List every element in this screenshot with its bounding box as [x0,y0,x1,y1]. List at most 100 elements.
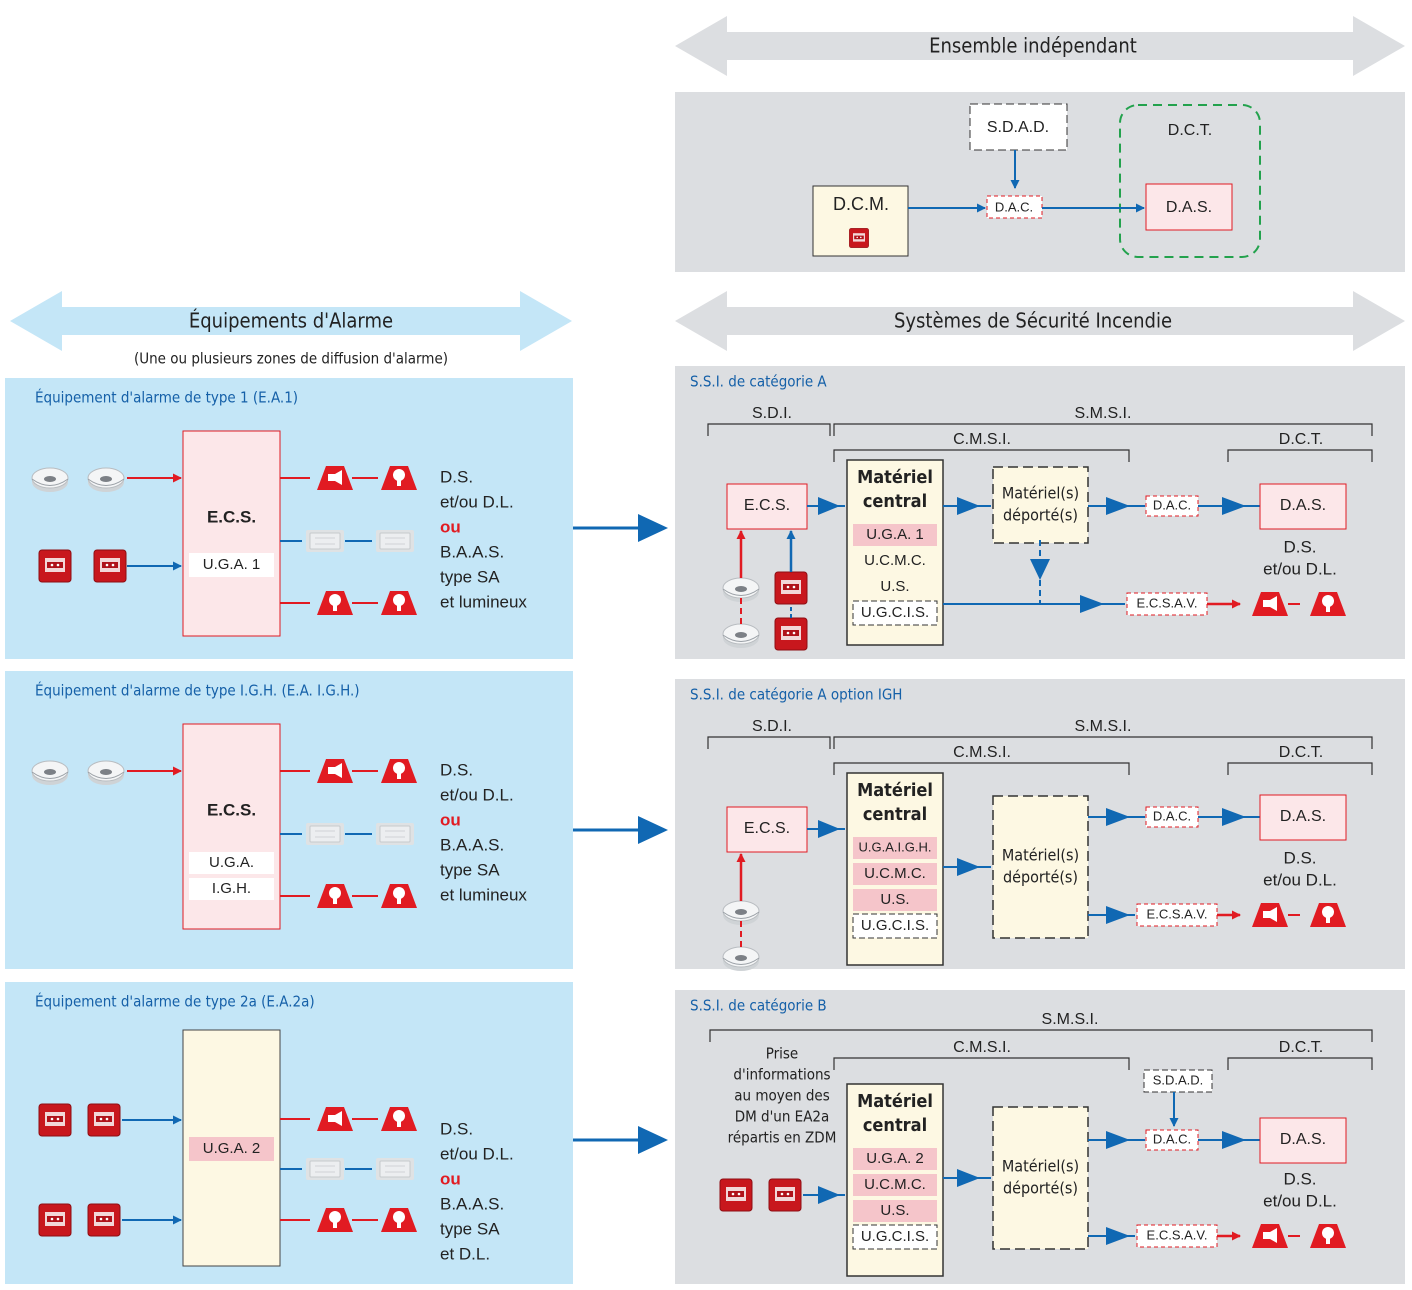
ea-2-ecs-label: E.C.S. [207,800,256,819]
ea-1-baas-icon-2 [375,529,415,553]
ssi-3-prise-text-5: répartis en ZDM [728,1129,837,1147]
ssi-1-dct-label: D.C.T. [1279,431,1323,448]
ssi-2-smsi-label: S.M.S.I. [1075,718,1132,735]
ssi-3-smsi-bracket [709,1029,1373,1042]
ssi-3-callpoint-icon-1 [719,1178,753,1212]
ssi-3-ds-label: D.S. [1283,1169,1316,1188]
ssi-1-das-label: D.A.S. [1280,497,1326,514]
ssi-3-prise-text-1: Prise [766,1045,799,1063]
ssi-3-dac-das-arrow [1222,1131,1246,1149]
ssi-3-cmsi-bracket [833,1057,1130,1070]
ssi-1-cmsi-bracket [833,449,1130,462]
ssi-2-dac-box [1145,806,1199,828]
ssi-1-ecs-box [726,483,808,530]
ssi-3-callpoint-icon-2 [768,1178,802,1212]
ssi-1-ecs-label: E.C.S. [744,497,790,514]
ea-2-uga-label: U.G.A. [209,854,254,871]
ssi-3-das-box [1259,1117,1347,1164]
ssi-3-ecsav-label: E.C.S.A.V. [1147,1227,1208,1242]
ea-3-out-text-6: et D.L. [440,1244,490,1263]
ssi-2-dac-das-arrow [1222,808,1246,826]
ssi-2-dl-label: et/ou D.L. [1263,870,1337,889]
ssi-1-unit-label-3: U.S. [880,578,909,595]
ssi-1-sdi-label: S.D.I. [752,405,792,422]
ea-1-out-text-5: type SA [440,567,500,586]
ssi-3-callpoint-arrow [818,1186,840,1204]
link-arrowhead-1 [638,514,668,542]
ssi-1-dac-label: D.A.C. [1153,497,1191,512]
ssi-2-ds-label: D.S. [1283,848,1316,867]
ssi-1-unit-box-4 [852,600,938,626]
ensemble-dcm-label: D.C.M. [833,194,889,214]
ea-1-out-text-2: et/ou D.L. [440,492,514,511]
ssi-1-deporte-drop-arrow [1030,559,1050,580]
ssi-3-unit-box-3 [853,1200,937,1222]
ssi-2-central-label-2: central [863,804,927,825]
ssi-1-ecsav-label: E.C.S.A.V. [1137,595,1198,610]
ea-2-out-text-6: et lumineux [440,885,527,904]
ssi-2-unit-box-3 [853,889,937,911]
ssi-2-smsi-bracket [833,736,1373,749]
ea-3-out-text-1: D.S. [440,1119,473,1138]
ssi-3-prise-text-3: au moyen des [734,1087,830,1105]
left-header-arrow [10,291,572,351]
ssi-2-unit-box-1 [853,837,937,859]
ea-1-callpoint-icon-2 [93,549,127,583]
ea-3-out-text-2: et/ou D.L. [440,1144,514,1163]
ea-1-uga-label: U.G.A. 1 [203,556,261,573]
ea-1-detector-icon-2 [87,467,125,493]
ssi-1-unit-label-4: U.G.C.I.S. [861,604,929,621]
ensemble-dac-label: D.A.C. [995,199,1033,214]
ssi-1-deporte-label-2: déporté(s) [1003,506,1078,525]
ea-3-callpoint-icon-2 [87,1103,121,1137]
ssi-1-deporte-label-1: Matériel(s) [1002,484,1079,503]
ea-2-uga-box [189,852,274,874]
ssi-3-sdad-box [1143,1069,1213,1093]
ssi-2-deporte-dac-arrow [1106,808,1130,826]
ssi-2-sdi-bracket [707,736,831,749]
ssi-1-dct-bracket [1227,449,1373,462]
ssi-2-unit-label-1: U.G.A.I.G.H. [859,839,932,854]
ssi-3-das-label: D.A.S. [1280,1131,1326,1148]
ea-2-out-text-1: D.S. [440,760,473,779]
ssi-3-ecsav-arrow [1106,1227,1130,1245]
ea-2-igh-label: I.G.H. [212,880,251,897]
ea-3-uga-label: U.G.A. 2 [203,1140,261,1157]
ea-2-baas-icon-2 [375,822,415,846]
ssi-3-unit-box-1 [853,1148,937,1170]
ea-3-callpoint-icon-3 [38,1203,72,1237]
ssi-2-unit-box-4 [852,913,938,939]
ea-1-out-text-1: D.S. [440,467,473,486]
ea-2-out-text-3: ou [440,810,461,829]
right-header-title: Systèmes de Sécurité Incendie [894,309,1172,333]
ea-title-2: Équipement d'alarme de type I.G.H. (E.A.… [35,681,360,700]
ssi-2-unit-label-4: U.G.C.I.S. [861,917,929,934]
ssi-2-unit-box-2 [853,863,937,885]
ssi-3-prise-text-4: DM d'un EA2a [735,1108,830,1126]
left-header-title: Équipements d'Alarme [189,309,393,333]
ssi-3-deporte-label-2: déporté(s) [1003,1179,1078,1198]
ssi-title-1: S.S.I. de catégorie A [690,373,827,391]
ea-panel-2 [5,671,573,969]
ssi-2-cmsi-label: C.M.S.I. [953,744,1011,761]
ssi-3-prise-text-2: d'informations [733,1066,830,1084]
ssi-1-dac-das-arrow [1222,497,1246,515]
ssi-2-dac-label: D.A.C. [1153,808,1191,823]
ssi-1-deporte-dac-arrow [1106,497,1130,515]
ssi-1-smsi-label: S.M.S.I. [1075,405,1132,422]
ea-2-detector-icon-2 [87,760,125,786]
ssi-2-deporte-box [992,795,1089,939]
ssi-title-3: S.S.I. de catégorie B [690,997,827,1015]
ensemble-header-arrow [675,16,1405,76]
ensemble-dct-box [1119,104,1261,258]
ssi-1-ds-label: D.S. [1283,537,1316,556]
ssi-1-ecsav-arrow [1080,595,1104,613]
ssi-3-central-label-1: Matériel [857,1091,933,1112]
ea-title-1: Équipement d'alarme de type 1 (E.A.1) [35,388,298,407]
ssi-1-cmsi-label: C.M.S.I. [953,431,1011,448]
ensemble-das-box [1145,183,1233,231]
ssi-2-cmsi-bracket [833,762,1130,775]
ssi-2-deporte-label-1: Matériel(s) [1002,846,1079,865]
